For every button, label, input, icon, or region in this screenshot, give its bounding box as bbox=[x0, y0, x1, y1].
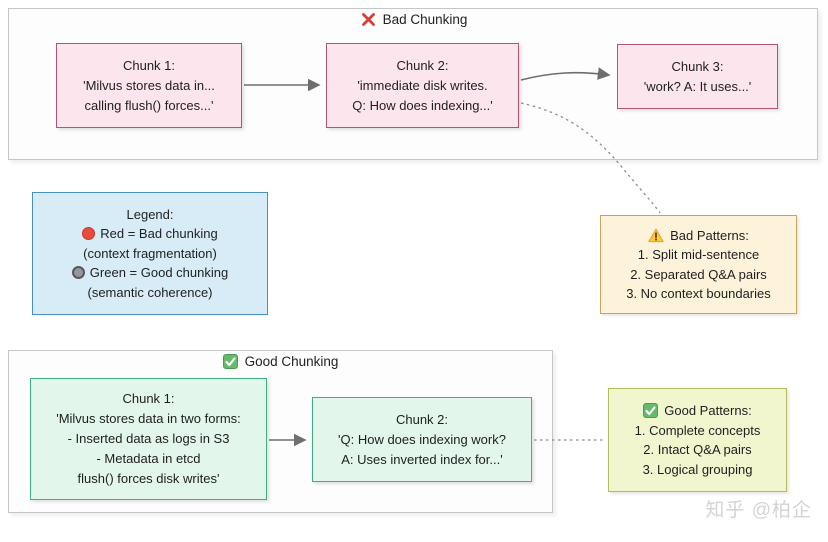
good-chunk-1-line: Chunk 1: bbox=[122, 391, 175, 406]
good-chunk-1-line: flush() forces disk writes' bbox=[77, 471, 220, 486]
green-check-icon bbox=[222, 353, 238, 369]
good-chunk-2-line: A: Uses inverted index for...' bbox=[341, 451, 503, 467]
bad-chunk-2: Chunk 2: 'immediate disk writes. Q: How … bbox=[326, 43, 519, 128]
good-chunk-2: Chunk 2: 'Q: How does indexing work? A: … bbox=[312, 397, 532, 482]
red-cross-icon bbox=[361, 12, 375, 26]
bad-patterns-box: Bad Patterns: 1. Split mid-sentence 2. S… bbox=[600, 215, 797, 314]
good-patterns-item: 3. Logical grouping bbox=[642, 461, 753, 477]
warning-triangle-icon bbox=[648, 228, 664, 242]
good-patterns-item: 2. Intact Q&A pairs bbox=[643, 442, 752, 457]
bad-chunk-1-line: 'Milvus stores data in... bbox=[83, 77, 215, 93]
bad-patterns-title-row: Bad Patterns: bbox=[601, 226, 796, 246]
bad-chunking-title: Bad Chunking bbox=[382, 11, 468, 27]
legend-box: Legend: Red = Bad chunking (context frag… bbox=[32, 192, 268, 315]
dotted-link-chunk2-to-bad-patterns bbox=[520, 102, 661, 214]
good-chunk-1-line: - Inserted data as logs in S3 bbox=[67, 431, 230, 446]
good-chunking-title: Good Chunking bbox=[244, 353, 339, 369]
legend-entry-green-label: Green = Good chunking bbox=[89, 265, 229, 281]
good-patterns-item: 1. Complete concepts bbox=[634, 422, 761, 438]
bad-chunk-2-line: 'immediate disk writes. bbox=[357, 77, 488, 93]
bad-chunk-1: Chunk 1: 'Milvus stores data in... calli… bbox=[56, 43, 242, 128]
legend-entry-green: Green = Good chunking bbox=[33, 263, 267, 283]
bad-chunk-2-line: Q: How does indexing...' bbox=[352, 97, 493, 113]
gray-circle-icon bbox=[71, 266, 85, 280]
legend-title: Legend: bbox=[126, 206, 174, 222]
good-patterns-title: Good Patterns: bbox=[664, 403, 752, 418]
bad-patterns-item: 1. Split mid-sentence bbox=[637, 247, 760, 262]
legend-entry-red: Red = Bad chunking bbox=[33, 224, 267, 244]
bad-chunk-3-line: 'work? A: It uses...' bbox=[643, 78, 752, 94]
green-check-icon bbox=[643, 403, 659, 419]
bad-chunk-1-line: Chunk 1: bbox=[122, 57, 176, 73]
good-chunk-1-line: - Metadata in etcd bbox=[96, 451, 201, 466]
bad-patterns-item: 3. No context boundaries bbox=[626, 286, 771, 301]
good-chunking-title-row: Good Chunking bbox=[8, 350, 553, 372]
good-patterns-box: Good Patterns: 1. Complete concepts 2. I… bbox=[608, 388, 787, 492]
bad-chunk-3: Chunk 3: 'work? A: It uses...' bbox=[617, 44, 778, 109]
red-circle-icon bbox=[82, 227, 96, 241]
legend-entry-red-sub: (context fragmentation) bbox=[83, 245, 217, 261]
good-chunk-2-line: 'Q: How does indexing work? bbox=[338, 431, 506, 447]
good-patterns-title-row: Good Patterns: bbox=[609, 401, 786, 421]
bad-chunk-2-line: Chunk 2: bbox=[396, 57, 449, 73]
bad-patterns-item: 2. Separated Q&A pairs bbox=[630, 266, 767, 282]
good-chunk-1-line: 'Milvus stores data in two forms: bbox=[56, 411, 241, 426]
arrow-bad-chunk2-to-chunk3 bbox=[520, 67, 611, 81]
bad-patterns-title: Bad Patterns: bbox=[670, 227, 749, 243]
legend-entry-green-sub: (semantic coherence) bbox=[87, 284, 213, 300]
good-chunk-2-line: Chunk 2: bbox=[395, 411, 449, 427]
legend-entry-red-label: Red = Bad chunking bbox=[100, 226, 218, 242]
bad-chunk-1-line: calling flush() forces...' bbox=[84, 97, 214, 113]
bad-chunk-3-line: Chunk 3: bbox=[671, 58, 724, 74]
good-chunk-1: Chunk 1: 'Milvus stores data in two form… bbox=[30, 378, 267, 500]
bad-chunking-title-row: Bad Chunking bbox=[0, 8, 828, 30]
zhihu-watermark: 知乎 @柏企 bbox=[705, 500, 812, 521]
